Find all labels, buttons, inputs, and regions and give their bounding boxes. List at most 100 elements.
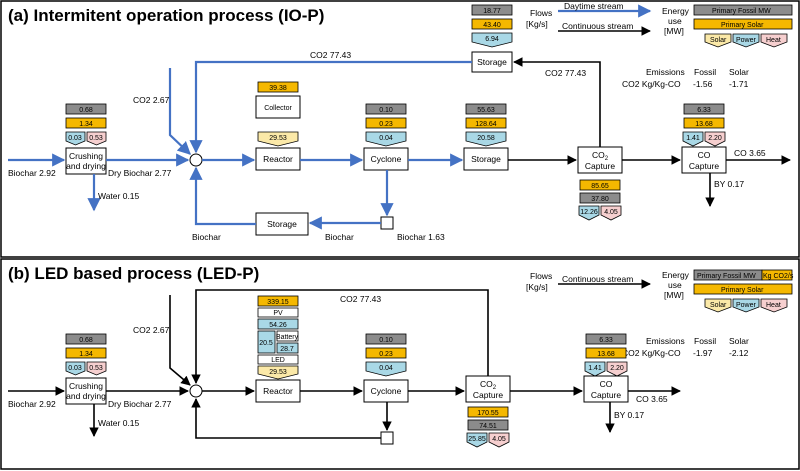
svg-text:0.68: 0.68 [79,337,93,344]
svg-text:0.23: 0.23 [379,121,393,128]
svg-text:0.53: 0.53 [89,135,103,142]
storage-bottom-label: Storage [267,219,297,229]
label-biochar-in-b: Biochar 2.92 [8,399,56,409]
label-co-out-a: CO 3.65 [734,148,766,158]
svg-text:Heat: Heat [766,302,781,309]
svg-text:29.53: 29.53 [269,369,287,376]
co2-capture-unit-a [577,146,623,174]
emissions-b-solar-value: -2.12 [729,348,749,358]
collector-energy-solar: 29.53 [269,135,287,142]
svg-text:13.68: 13.68 [695,121,713,128]
panel-b-emissions: Emissions Fossil Solar CO2 Kg/Kg-CO -1.9… [622,336,749,358]
svg-text:Solar: Solar [729,336,749,346]
svg-text:1.41: 1.41 [588,365,602,372]
co2-capture-energy-a: 85.65 37.80 12.26 4.05 [578,179,622,221]
svg-text:use: use [668,280,682,290]
panel-b-legend: Flows [Kg/s] Continuous stream Energy us… [526,269,794,313]
svg-text:Crushing: Crushing [69,381,103,391]
svg-text:18.77: 18.77 [483,8,501,15]
svg-text:0.53: 0.53 [89,365,103,372]
label-co2-top-b: CO2 77.43 [340,294,381,304]
label-by-b: BY 0.17 [614,410,644,420]
svg-text:54.26: 54.26 [269,322,287,329]
legend-b-continuous: Continuous stream [562,274,633,284]
label-biochar-in-a: Biochar 2.92 [8,168,56,178]
panel-a-flows [8,60,472,230]
svg-text:55.63: 55.63 [477,107,495,114]
svg-text:13.68: 13.68 [597,351,615,358]
legend-b-primary-solar: Primary Solar [721,287,764,294]
co2-capture-energy-b: 170.55 74.51 25.85 4.05 [466,406,510,448]
svg-text:Energy: Energy [662,270,690,280]
svg-text:28.7: 28.7 [280,346,294,353]
legend-power: Power [736,37,757,44]
svg-text:1.34: 1.34 [79,121,93,128]
svg-text:43.40: 43.40 [483,22,501,29]
label-co2-in-b: CO2 2.67 [133,325,170,335]
svg-text:Capture: Capture [689,161,720,171]
emissions-label: Emissions [646,67,685,77]
splitter-b [380,431,394,445]
svg-text:use: use [668,16,682,26]
label-co-out-b: CO 3.65 [636,394,668,404]
label-water-b: Water 0.15 [98,418,140,428]
emissions-fossil-value: -1.56 [693,79,713,89]
svg-text:Solar: Solar [710,302,727,309]
co-capture-energy-a: 6.33 13.68 1.41 2.20 [682,103,726,147]
crushing-unit-a [65,147,107,175]
svg-text:CO2 Kg/Kg-CO: CO2 Kg/Kg-CO [622,348,681,358]
label-biochar-loop2: Biochar [325,232,354,242]
svg-text:Capture: Capture [591,390,622,400]
emissions-unit: CO2 Kg/Kg-CO [622,79,681,89]
svg-text:37.80: 37.80 [591,196,609,203]
svg-text:0.03: 0.03 [68,365,82,372]
svg-text:25.85: 25.85 [468,436,486,443]
reactor-energy-b: 339.15 PV 54.26 20.5 Battery 28.7 LED 29… [257,295,299,380]
svg-text:170.55: 170.55 [477,410,499,417]
panel-a-title: (a) Intermitent operation process (IO-P) [8,6,324,25]
label-biochar-loop: Biochar [192,232,221,242]
storage-top-energy: 18.77 43.40 6.94 [471,4,513,48]
svg-text:CO2: CO2 [480,379,497,391]
svg-text:Fossil: Fossil [694,336,716,346]
collector-label: Collector [264,105,292,112]
crushing-energy-a: 0.68 1.34 0.03 0.53 [65,103,107,146]
legend-heat: Heat [766,37,781,44]
svg-text:PV: PV [273,310,283,317]
panel-b-frame [0,258,800,470]
collector-energy-top: 39.38 [269,85,287,92]
cyclone-energy-a: 0.10 0.23 0.04 [365,103,407,147]
svg-text:LED: LED [271,357,285,364]
emissions-solar-label: Solar [729,67,749,77]
panel-b-flows [8,289,681,439]
svg-text:0.10: 0.10 [379,107,393,114]
label-water-a: Water 0.15 [98,191,140,201]
svg-text:20.58: 20.58 [477,135,495,142]
splitter-a [380,216,394,230]
svg-text:Cyclone: Cyclone [371,386,402,396]
svg-text:2.20: 2.20 [610,365,624,372]
collector-unit [255,95,301,119]
crushing-unit-b [65,377,107,405]
svg-text:339.15: 339.15 [267,299,289,306]
co-capture-unit-b [583,375,629,403]
svg-text:128.64: 128.64 [475,121,497,128]
svg-text:[MW]: [MW] [664,290,684,300]
svg-text:12.26: 12.26 [580,209,598,216]
svg-text:0.04: 0.04 [379,365,393,372]
svg-text:74.51: 74.51 [479,423,497,430]
legend-primary-fossil: Primary Fossil MW [712,8,771,15]
label-co2-side-a: CO2 77.43 [545,68,586,78]
svg-text:6.33: 6.33 [697,107,711,114]
svg-text:0.68: 0.68 [79,107,93,114]
svg-text:2.20: 2.20 [708,135,722,142]
label-co2-top-a: CO2 77.43 [310,50,351,60]
svg-text:4.05: 4.05 [604,209,618,216]
legend-solar: Solar [710,37,727,44]
label-biochar-out: Biochar 1.63 [397,232,445,242]
svg-text:Capture: Capture [473,390,504,400]
storage-top-label: Storage [477,57,507,67]
svg-text:0.03: 0.03 [68,135,82,142]
co2-capture-unit-b [465,375,511,403]
